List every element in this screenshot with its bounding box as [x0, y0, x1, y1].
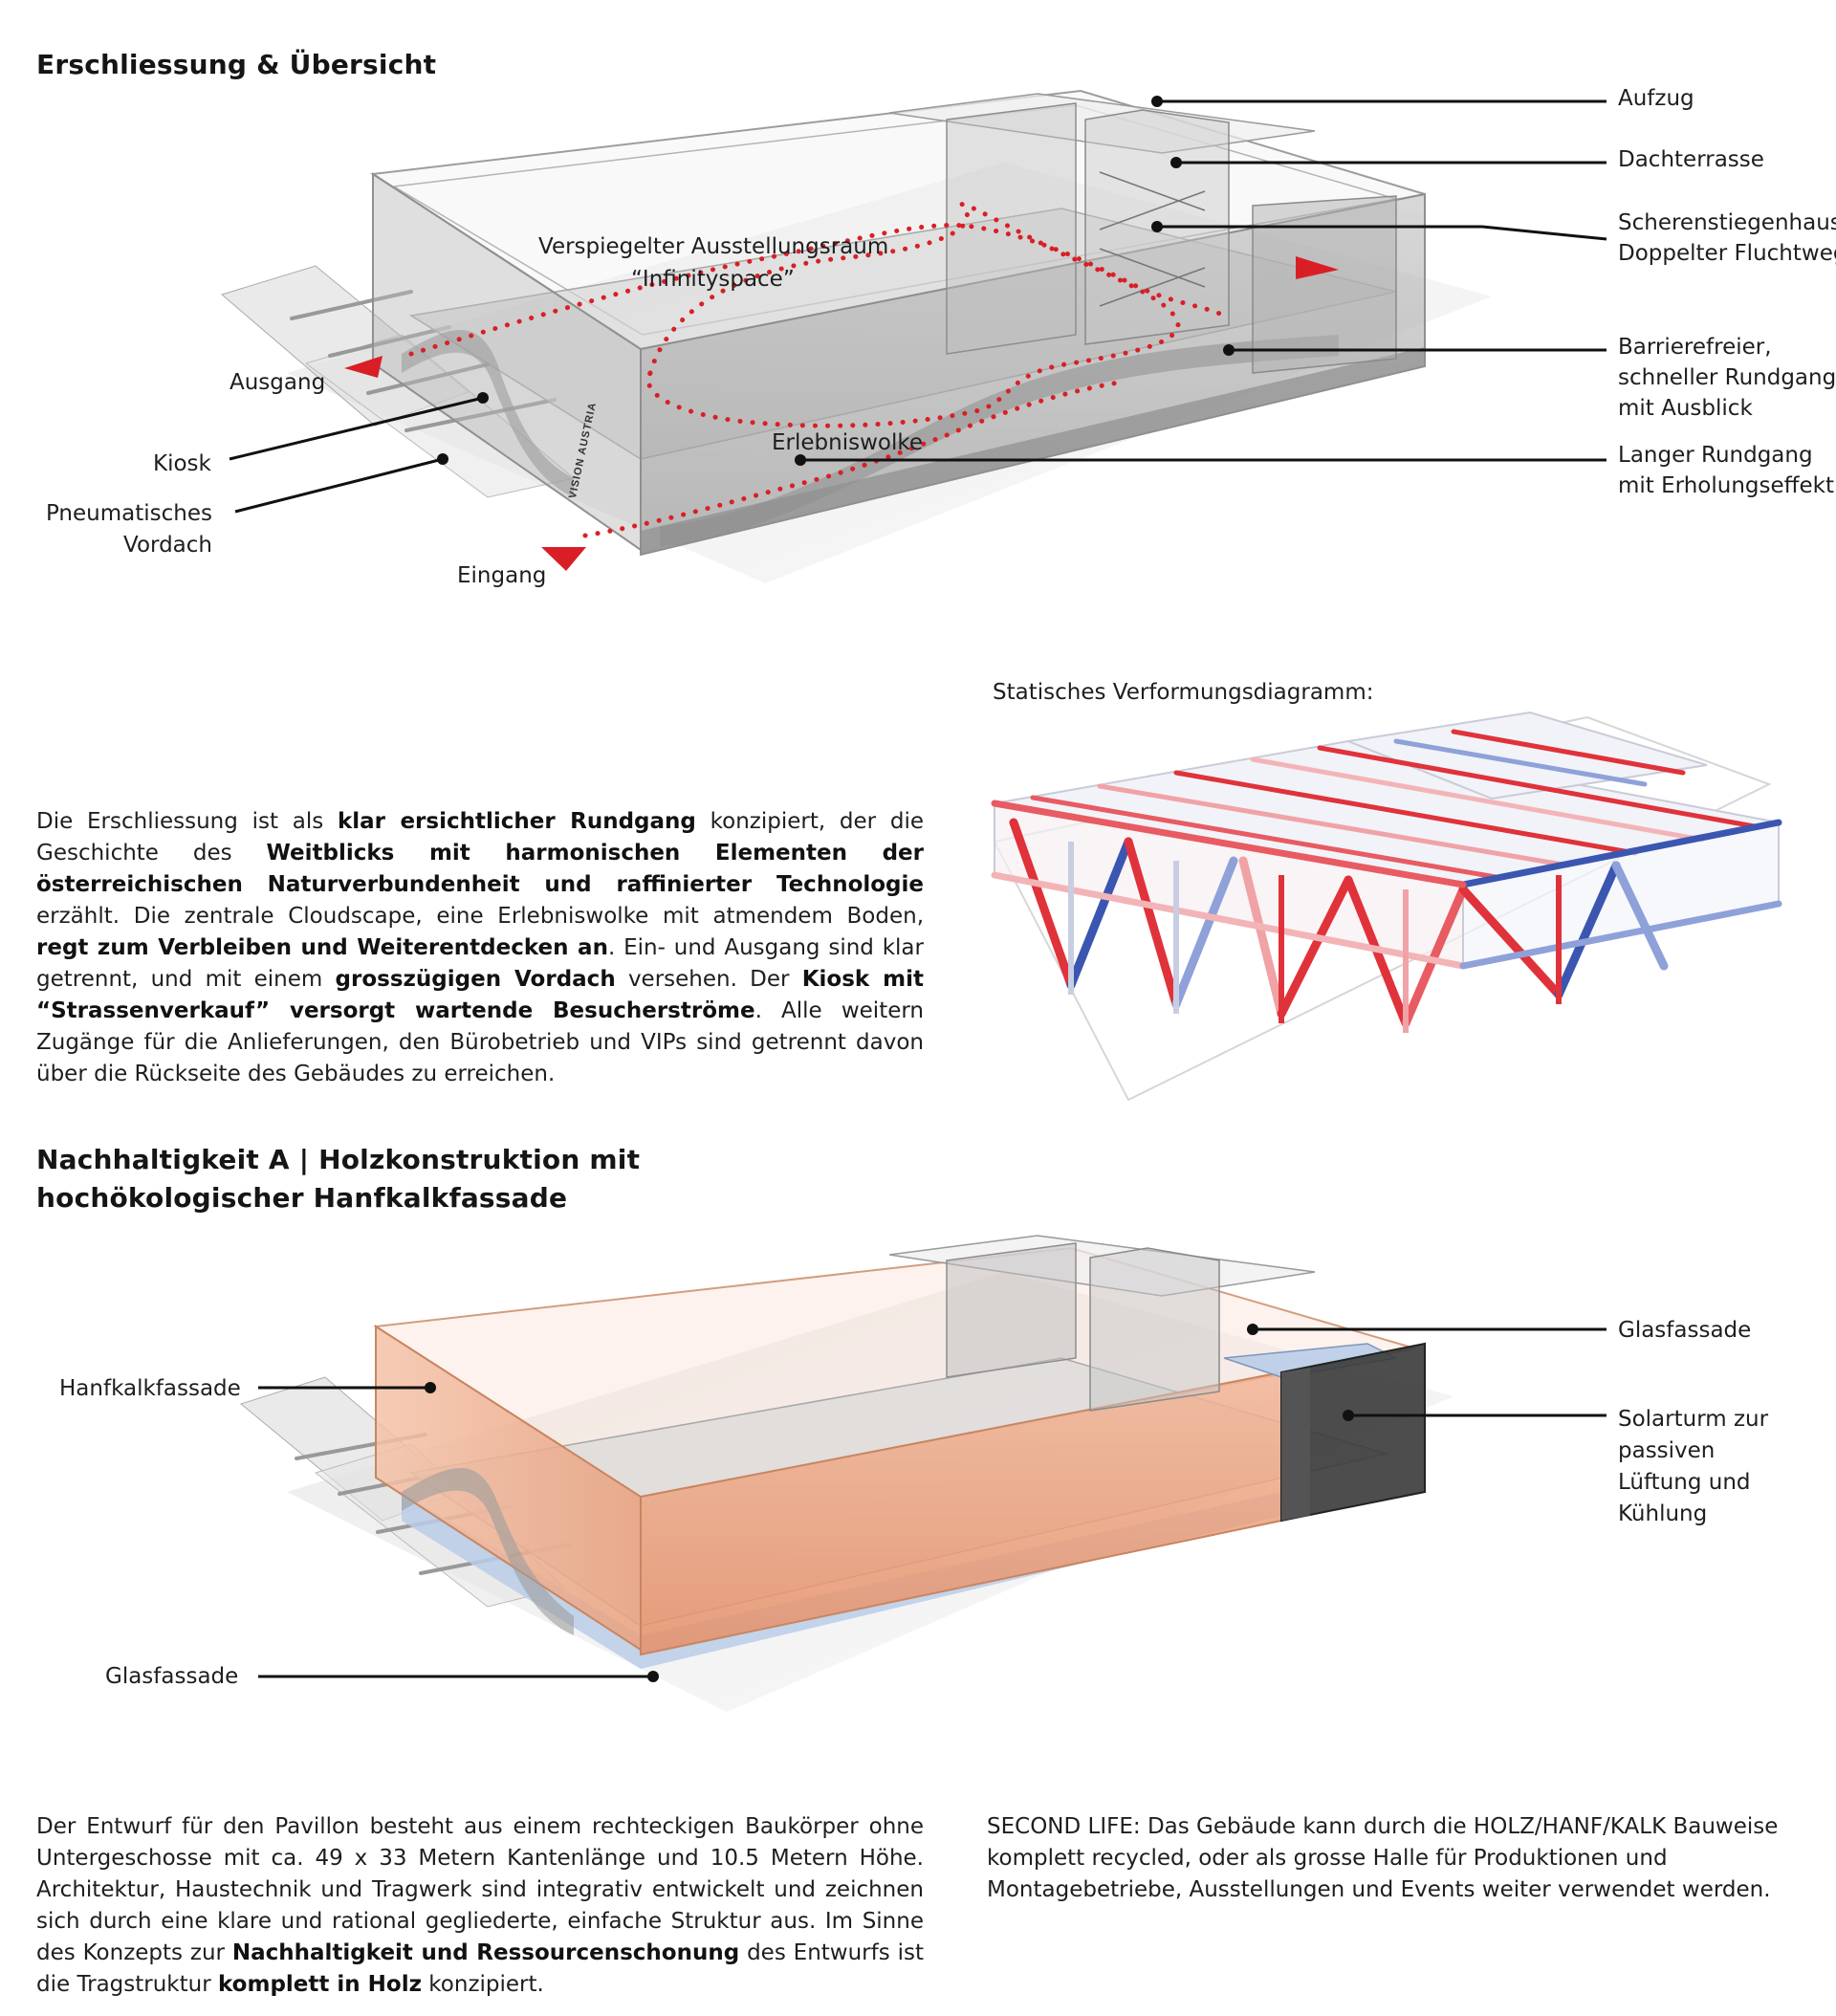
route-long-loop — [408, 222, 1227, 357]
label-glasfassade-right: Glasfassade — [1618, 1318, 1752, 1343]
label-solarturm-3: Lüftung und — [1618, 1470, 1751, 1495]
erlebniswolke-surface — [402, 330, 574, 497]
label-verspiegelter: Verspiegelter Ausstellungsraum — [538, 234, 889, 259]
stair-flights — [1099, 171, 1206, 307]
hemp-facade-model — [239, 1235, 1454, 1712]
leader-dots-section1 — [437, 96, 1235, 466]
label-solarturm-4: Kühlung — [1618, 1501, 1708, 1526]
diagram-caption: Statisches Verformungsdiagramm: — [993, 680, 1374, 705]
label-glasfassade-left: Glasfassade — [105, 1664, 239, 1689]
roof-terrace-deck — [888, 93, 1316, 154]
route-entrance-line — [582, 380, 1122, 538]
label-infinityspace: “Infinityspace” — [631, 267, 795, 292]
struct-roof-members — [1030, 729, 1762, 881]
leader-lines-section2 — [258, 1327, 1606, 1678]
exit-arrow — [344, 356, 382, 378]
leader-dots-section2 — [425, 1324, 1354, 1682]
label-ausgang: Ausgang — [230, 370, 326, 395]
paragraph-entwurf: Der Entwurf für den Pavillon besteht aus… — [36, 1814, 924, 1997]
label-langer-rundgang: Langer Rundgang — [1618, 443, 1813, 468]
label-erlebniswolke: Erlebniswolke — [772, 430, 924, 455]
entrance-arrow — [541, 547, 586, 571]
solar-tower-side — [1281, 1368, 1310, 1521]
label-hanfkalkfassade: Hanfkalkfassade — [59, 1376, 241, 1401]
elevator-shaft-2 — [1089, 1247, 1220, 1412]
label-scherenstiegenhaus: Scherenstiegenhaus — [1618, 210, 1836, 235]
label-vordach: Vordach — [123, 533, 212, 558]
erlebniswolke-surface-2 — [402, 1468, 574, 1635]
label-aufzug: Aufzug — [1618, 86, 1694, 111]
label-solarturm-1: Solarturm zur — [1618, 1407, 1769, 1432]
label-dachterrasse: Dachterrasse — [1618, 147, 1764, 172]
struct-columns — [1068, 842, 1562, 1033]
label-solarturm-2: passiven — [1618, 1438, 1716, 1463]
stair-core — [946, 102, 1077, 355]
section2-heading-line1: Nachhaltigkeit A | Holzkonstruktion mit — [36, 1144, 641, 1175]
right-end-tower — [1252, 195, 1397, 374]
building-base — [641, 347, 1425, 555]
label-mit-erholungseffekt: mit Erholungseffekt — [1618, 473, 1834, 498]
structural-deformation-diagram — [991, 711, 1782, 1102]
label-schneller-rundgang: schneller Rundgang — [1618, 365, 1836, 390]
section1-heading: Erschliessung & Übersicht — [36, 49, 437, 80]
route-short-loop — [645, 202, 1181, 428]
canopy-rods — [290, 290, 557, 432]
label-eingang: Eingang — [457, 563, 547, 588]
rear-arrow — [1296, 256, 1339, 279]
label-kiosk: Kiosk — [153, 451, 211, 476]
label-pneumatisches: Pneumatisches — [45, 501, 212, 526]
label-doppelter-fluchtweg: Doppelter Fluchtweg — [1618, 241, 1836, 266]
stair-core-2 — [946, 1242, 1077, 1378]
leader-lines-section1 — [229, 99, 1607, 514]
label-barrierefreier: Barrierefreier, — [1618, 335, 1772, 360]
section2-heading-line2: hochökologischer Hanfkalkfassade — [36, 1182, 568, 1214]
paragraph-erschliessung: Die Erschliessung ist als klar ersichtli… — [36, 809, 924, 1086]
paragraph-second-life: SECOND LIFE: Das Gebäude kann durch die … — [987, 1814, 1779, 1902]
label-mit-ausblick: mit Ausblick — [1618, 396, 1753, 421]
